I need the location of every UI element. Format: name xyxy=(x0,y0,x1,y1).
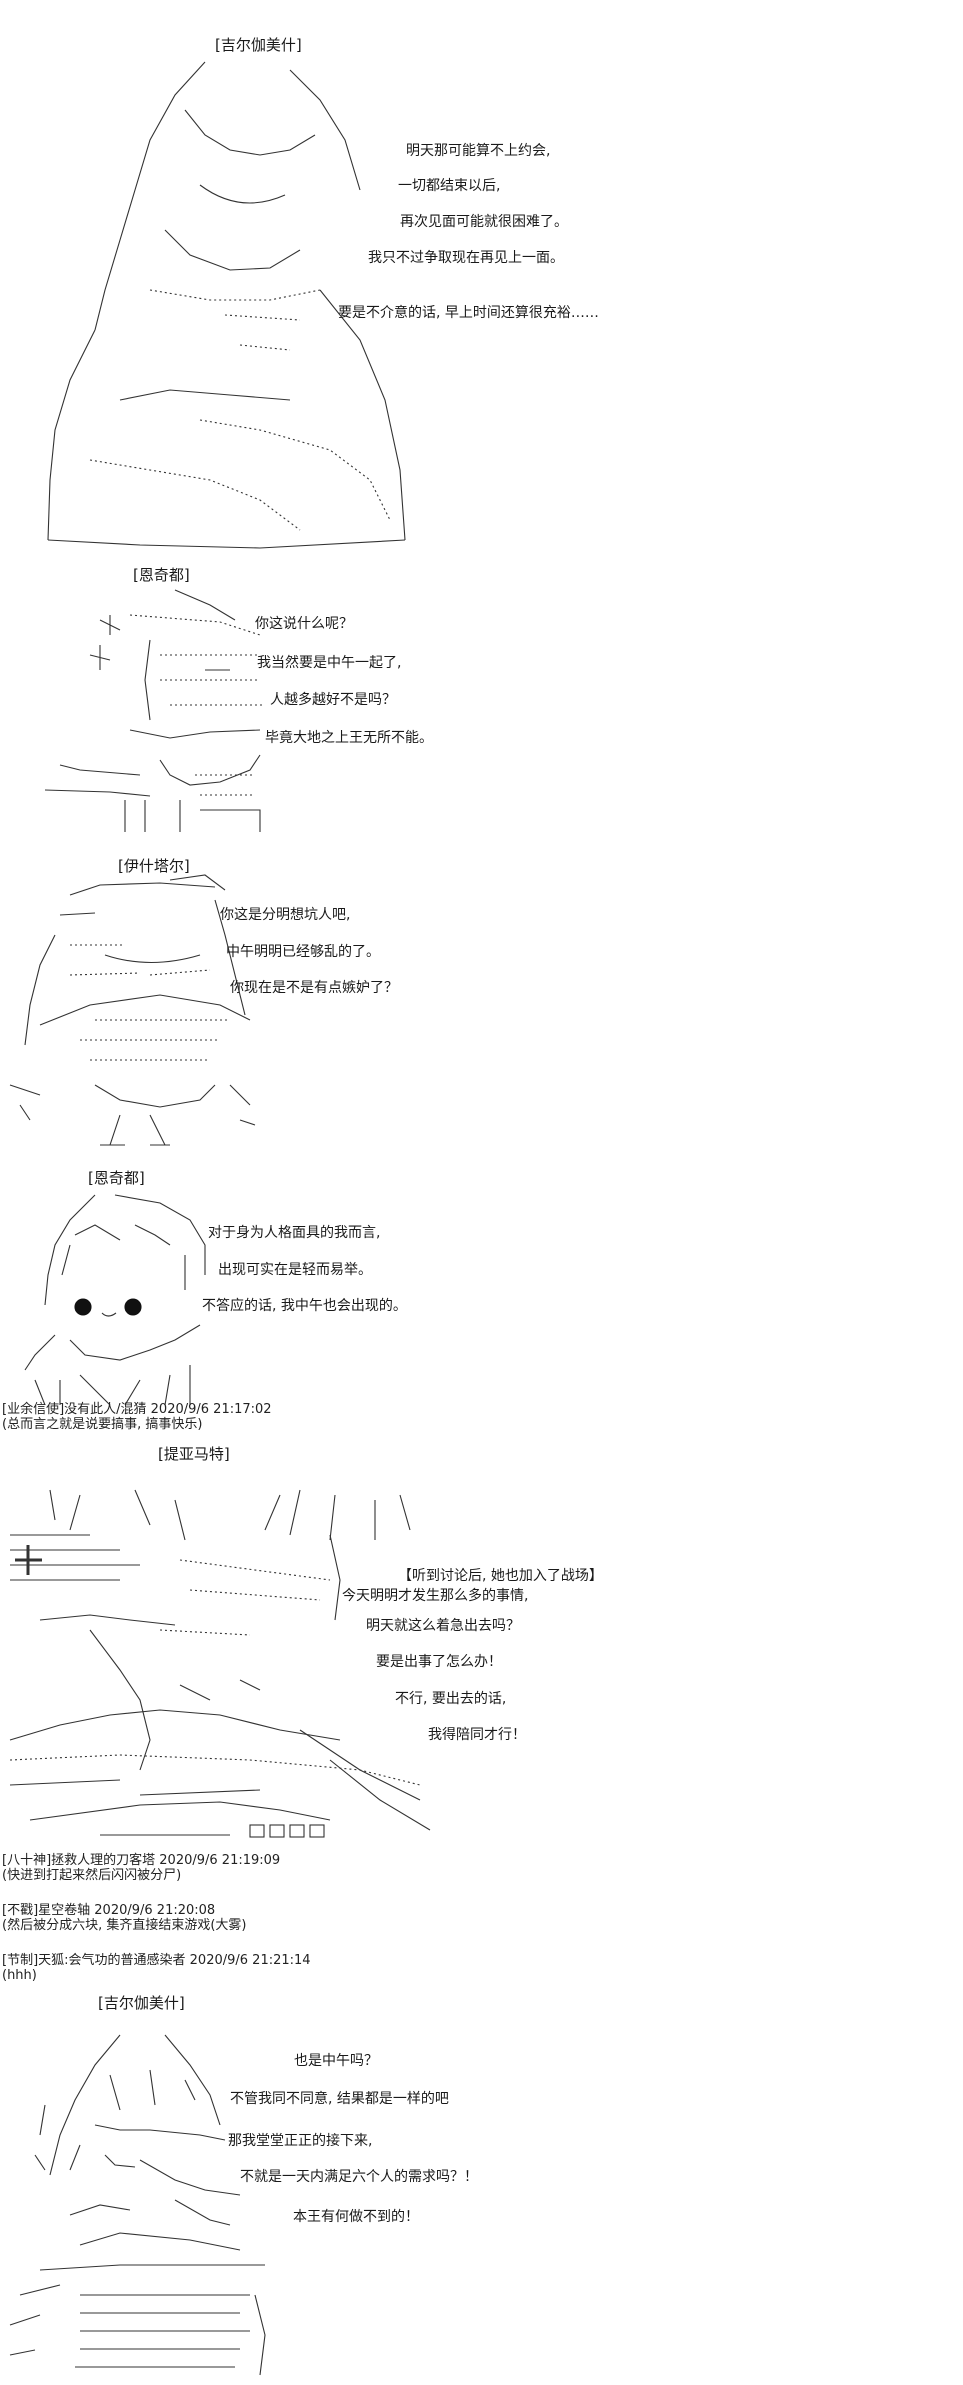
ascii-art-gilgamesh-2 xyxy=(9,2034,266,2376)
dialogue-line: 也是中午吗？ xyxy=(294,2053,378,2069)
danmaku-comment: [不戳]星空卷轴 2020/9/6 21:20:08 xyxy=(2,1903,216,1918)
dialogue-line: 明天就这么着急出去吗？ xyxy=(366,1618,520,1634)
dialogue-line: 不管我同不同意, 结果都是一样的吧 xyxy=(230,2091,449,2107)
dialogue-line: 我只不过争取现在再见上一面。 xyxy=(368,250,564,266)
danmaku-comment: (然后被分成六块, 集齐直接结束游戏(大雾) xyxy=(2,1918,247,1933)
scene-enkidu-2: [恩奇都] 对于身为人格面具的我而言, 出现可实在是轻而易举。 不答应的话, 我… xyxy=(0,1165,963,1405)
dialogue-line: 中午明明已经够乱的了。 xyxy=(226,944,380,960)
speaker-label: [提亚马特] xyxy=(158,1445,230,1463)
dialogue-line: 你现在是不是有点嫉妒了？ xyxy=(230,980,398,996)
speaker-label: [吉尔伽美什] xyxy=(98,1994,185,2012)
scene-gilgamesh-2: [吉尔伽美什] 也是中午吗？ 不管我同不同意, 结果都是一样的吧 那我堂堂正正的… xyxy=(0,1994,963,2380)
narration-line: 【听到讨论后, 她也加入了战场】 xyxy=(398,1568,603,1584)
ascii-art-tiamat xyxy=(9,1489,431,1838)
danmaku-comment: (快进到打起来然后闪闪被分尸) xyxy=(2,1868,182,1883)
danmaku-comment: [业余信使]没有此人/混猜 2020/9/6 21:17:02 xyxy=(2,1402,272,1417)
dialogue-line: 不就是一天内满足六个人的需求吗？！ xyxy=(240,2169,478,2185)
ascii-art-gilgamesh xyxy=(47,61,406,549)
dialogue-line: 今天明明才发生那么多的事情, xyxy=(342,1588,529,1604)
scene-ishtar: [伊什塔尔] 你这是分明想坑人吧, 中午明明已经够乱的了。 你现在是不是有点嫉妒… xyxy=(0,845,963,1155)
scene-gilgamesh-1: [吉尔伽美什] 明天那可能算不上约会, 一切都结束以后, 再次见面可能就很困难了… xyxy=(0,0,963,575)
dialogue-line: 毕竟大地之上王无所不能。 xyxy=(265,730,433,746)
speaker-label: [恩奇都] xyxy=(133,566,190,584)
speaker-label: [伊什塔尔] xyxy=(118,857,190,875)
dialogue-line: 出现可实在是轻而易举。 xyxy=(218,1262,372,1278)
scene-enkidu-1: [恩奇都] 你这说什么呢？ 我当然要是中午一起了, 人越多越好不是吗？ 毕竟大地… xyxy=(0,560,963,840)
dialogue-line: 不行, 要出去的话, xyxy=(395,1691,507,1707)
danmaku-comment: [节制]天狐:会气功的普通感染者 2020/9/6 21:21:14 xyxy=(2,1953,311,1968)
danmaku-comment: (hhh) xyxy=(2,1968,37,1983)
speaker-label: [恩奇都] xyxy=(88,1169,145,1187)
danmaku-comment: (总而言之就是说要搞事, 搞事快乐) xyxy=(2,1417,203,1432)
danmaku-comment: [八十神]拯救人理的刀客塔 2020/9/6 21:19:09 xyxy=(2,1853,281,1868)
ascii-art-ishtar xyxy=(9,874,256,1146)
ascii-art-enkidu xyxy=(44,589,265,832)
dialogue-line: 对于身为人格面具的我而言, xyxy=(208,1225,381,1241)
dialogue-line: 那我堂堂正正的接下来, xyxy=(228,2133,373,2149)
dialogue-line: 一切都结束以后, xyxy=(398,178,501,194)
dialogue-line: 我当然要是中午一起了, xyxy=(257,655,402,671)
dialogue-line: 明天那可能算不上约会, xyxy=(406,143,551,159)
dialogue-line: 你这说什么呢？ xyxy=(255,616,353,632)
scene-tiamat: [提亚马特] 【听到讨论后, 她也加入了战场】 今天明明才发生那么多的事情, 明… xyxy=(0,1440,963,1850)
dialogue-line: 你这是分明想坑人吧, xyxy=(220,907,351,923)
ascii-art-enkidu-chibi xyxy=(24,1194,206,1405)
dialogue-line: 本王有何做不到的！ xyxy=(293,2209,419,2225)
dialogue-line: 再次见面可能就很困难了。 xyxy=(400,214,568,230)
speaker-label: [吉尔伽美什] xyxy=(215,36,302,54)
dialogue-line: 要是出事了怎么办！ xyxy=(376,1654,502,1670)
dialogue-line: 要是不介意的话, 早上时间还算很充裕…… xyxy=(338,305,599,321)
dialogue-line: 人越多越好不是吗？ xyxy=(270,692,396,708)
dialogue-line: 我得陪同才行！ xyxy=(428,1727,526,1743)
dialogue-line: 不答应的话, 我中午也会出现的。 xyxy=(202,1298,407,1314)
